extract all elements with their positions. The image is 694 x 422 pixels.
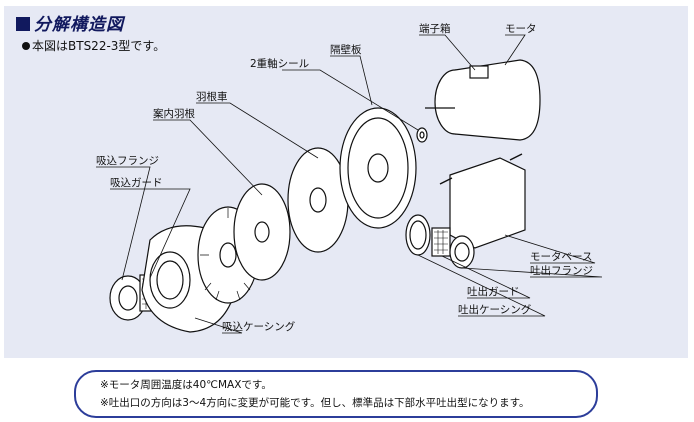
label-double-shaft-seal: 2重軸シール xyxy=(250,57,309,70)
note-temperature: ※モータ周囲温度は40℃MAXです。 xyxy=(100,379,272,391)
label-partition-plate: 隔壁板 xyxy=(330,43,362,56)
note-discharge-direction: ※吐出口の方向は3～4方向に変更が可能です。但し、標準品は下部水平吐出型になりま… xyxy=(100,397,530,409)
title-text: 分解構造図 xyxy=(34,15,124,35)
exploded-view-diagram: 端子箱 モータ 隔壁板 2重軸シール 羽根車 案内羽根 吸込フランジ 吸込ガード… xyxy=(96,22,603,334)
label-suction-casing: 吸込ケーシング xyxy=(222,320,296,333)
subtitle: 本図はBTS22-3型です。 xyxy=(22,37,165,54)
notes-box xyxy=(74,370,598,418)
double-shaft-seal-part xyxy=(416,127,428,143)
label-discharge-guard: 吐出ガード xyxy=(467,285,520,298)
suction-flange-part xyxy=(109,275,147,321)
page-title: 分解構造図 xyxy=(16,10,124,35)
label-suction-guard: 吸込ガード xyxy=(110,177,163,189)
subtitle-text: 本図はBTS22-3型です。 xyxy=(32,39,166,53)
label-suction-flange: 吸込フランジ xyxy=(96,155,159,167)
impeller-part-2 xyxy=(287,147,349,253)
label-terminal-box: 端子箱 xyxy=(419,22,451,35)
label-motor-base: モータベース xyxy=(530,251,592,263)
partition-plate-part xyxy=(339,107,417,229)
motor-base-part xyxy=(439,153,526,249)
impeller-part-1 xyxy=(233,183,291,281)
bullet-icon xyxy=(22,42,30,50)
label-discharge-flange: 吐出フランジ xyxy=(530,264,593,277)
label-motor: モータ xyxy=(505,23,537,35)
discharge-flange-part xyxy=(449,235,475,269)
label-guide-vane: 案内羽根 xyxy=(153,107,195,120)
square-bullet-icon xyxy=(16,17,30,31)
discharge-guard-part xyxy=(431,227,451,257)
label-impeller: 羽根車 xyxy=(196,90,228,103)
discharge-casing-part xyxy=(405,214,431,256)
label-discharge-casing: 吐出ケーシング xyxy=(458,303,532,316)
motor-part xyxy=(425,59,541,141)
